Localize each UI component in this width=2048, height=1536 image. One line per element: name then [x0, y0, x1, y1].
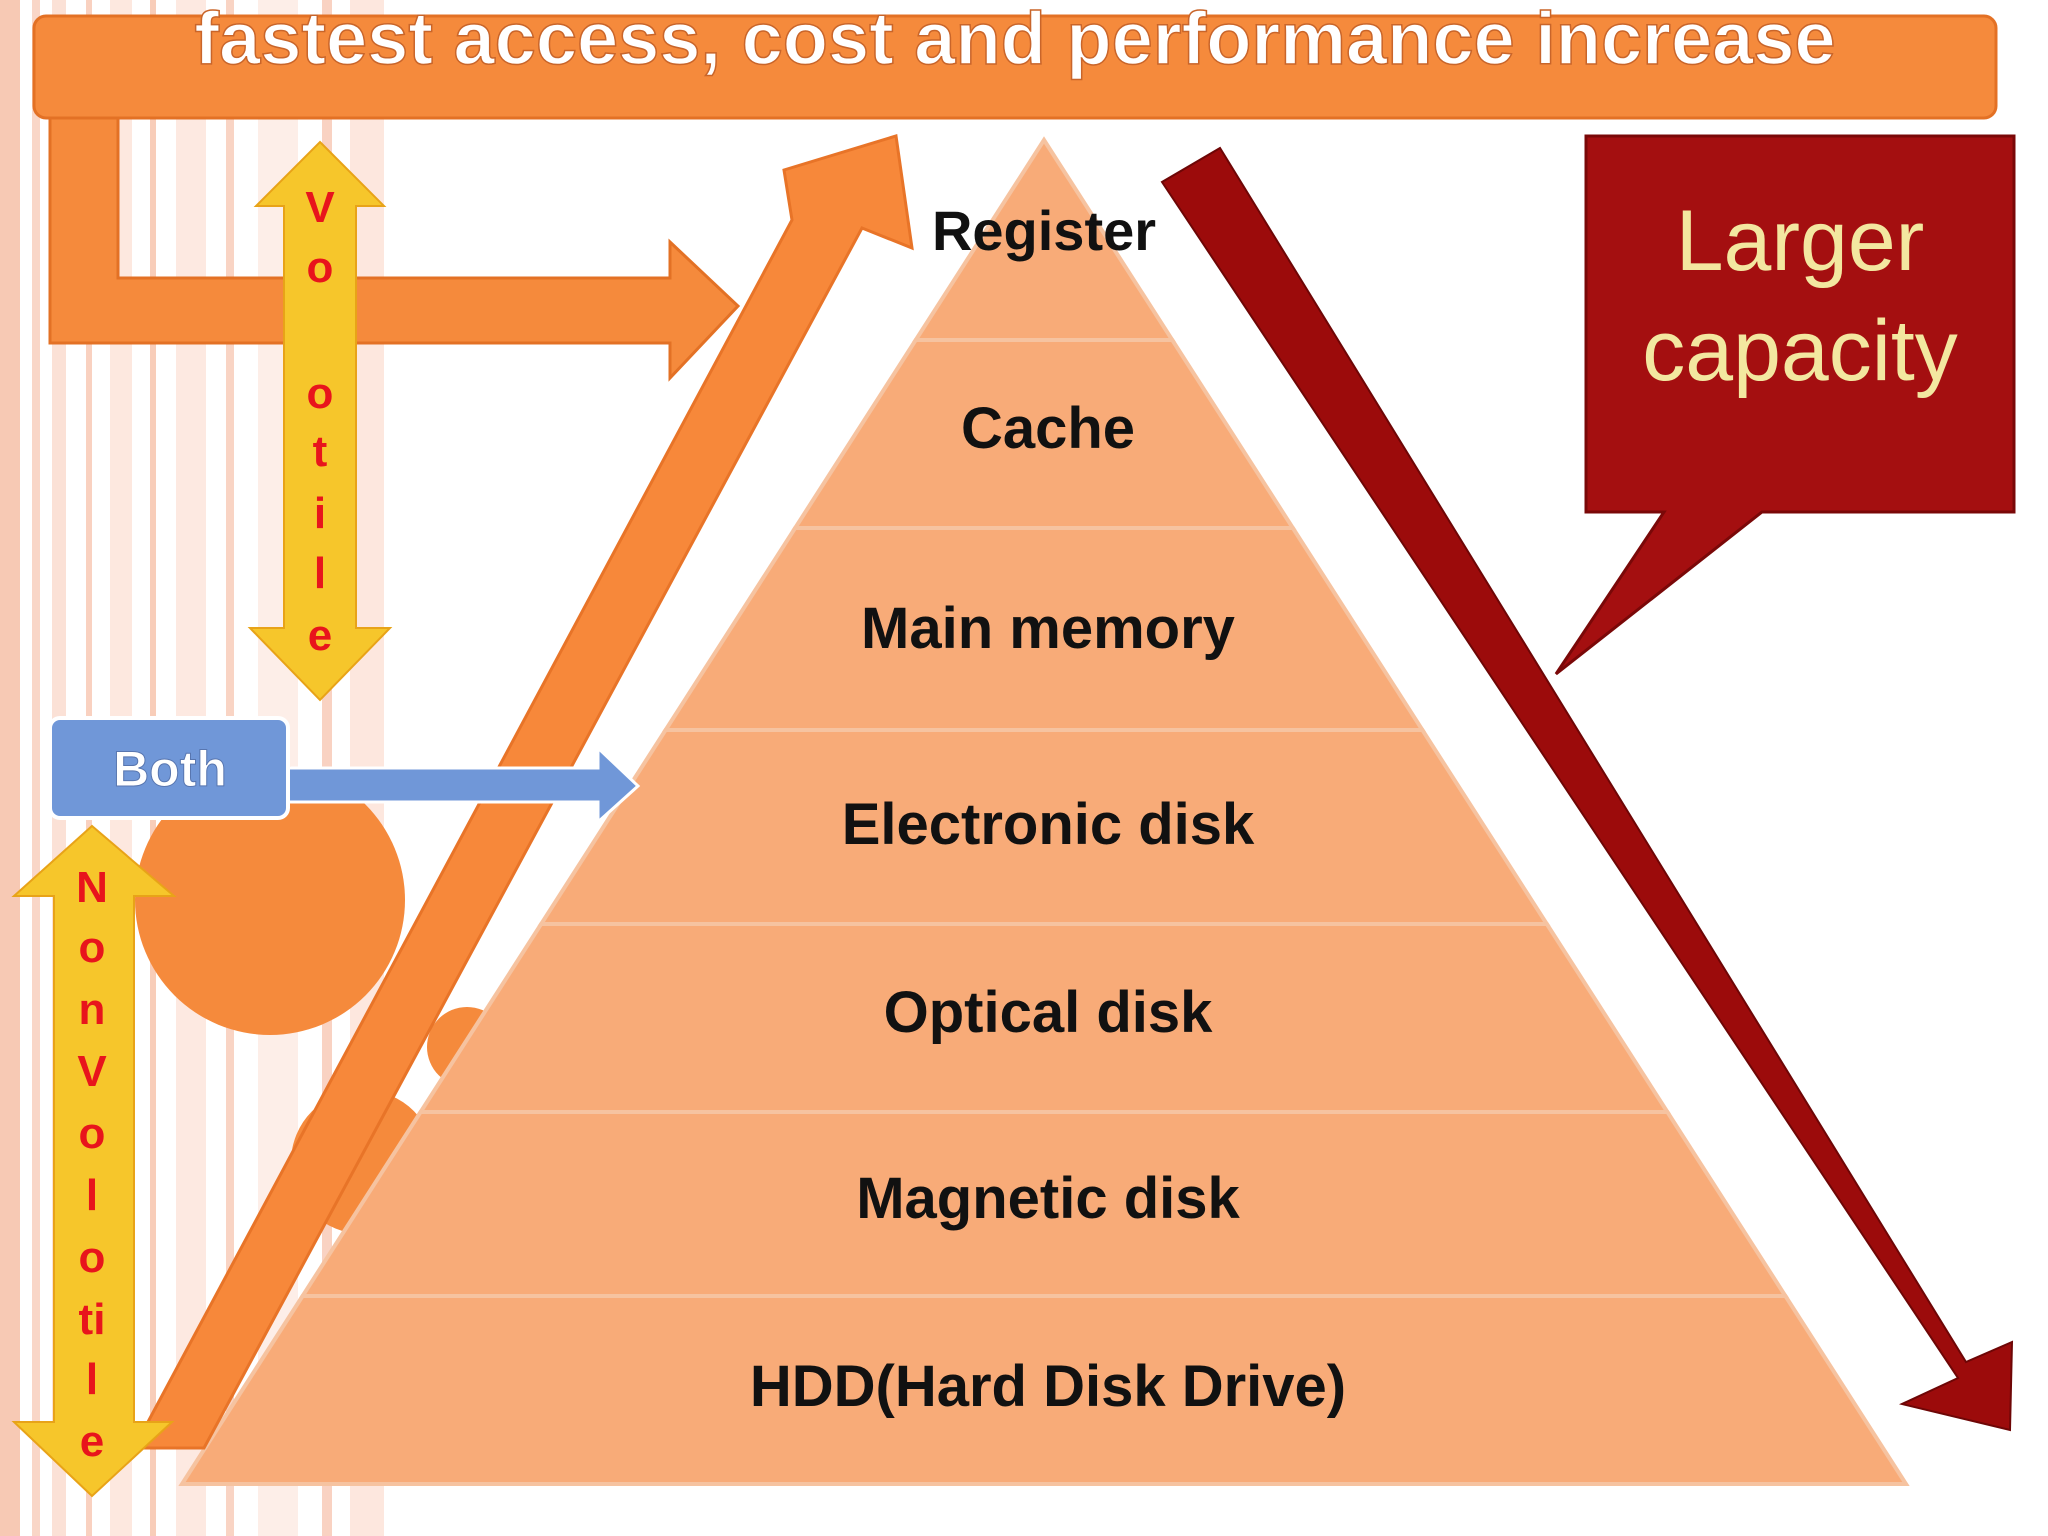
vertical-letter: V	[305, 183, 335, 232]
banner-bar	[32, 14, 1998, 120]
vertical-letter: o	[79, 1109, 106, 1158]
callout-line-1: Larger	[1676, 193, 1925, 289]
vertical-letter: N	[76, 863, 108, 912]
both-indicator: Both	[48, 716, 641, 826]
pyramid-level-label: Electronic disk	[842, 792, 1255, 857]
vertical-letter: o	[307, 369, 334, 418]
vertical-letter: e	[308, 611, 332, 660]
vertical-letter: o	[79, 923, 106, 972]
larger-capacity-callout: Larger capacity	[1554, 134, 2016, 676]
both-label: Both	[113, 741, 227, 797]
down-arrow-icon	[1160, 146, 2014, 1432]
vertical-letter: o	[79, 1233, 106, 1282]
vertical-letter: i	[314, 489, 326, 538]
vertical-letter: e	[80, 1417, 104, 1466]
vertical-letter: V	[77, 1047, 107, 1096]
banner-text: fastest access, cost and performance inc…	[194, 0, 1835, 80]
vertical-letter: n	[79, 985, 106, 1034]
vertical-letter: o	[307, 243, 334, 292]
both-box	[48, 716, 290, 820]
vertical-letter: ti	[79, 1295, 106, 1344]
pyramid-level-label: Register	[932, 199, 1156, 262]
banner-arrow: fastest access, cost and performance inc…	[32, 0, 1998, 382]
pyramid-level-label: Optical disk	[884, 980, 1214, 1045]
callout-line-2: capacity	[1642, 303, 1958, 399]
vertical-letter: t	[313, 427, 328, 476]
vertical-letter: l	[86, 1171, 98, 1220]
pyramid-level-label: Magnetic disk	[856, 1166, 1240, 1231]
pyramid-level-label: HDD(Hard Disk Drive)	[750, 1354, 1346, 1419]
vertical-letter: l	[314, 549, 326, 598]
pyramid-level-label: Main memory	[861, 596, 1235, 661]
pyramid-level-label: Cache	[961, 396, 1135, 461]
pyramid-level-7	[178, 1294, 1910, 1486]
vertical-letter: l	[86, 1355, 98, 1404]
